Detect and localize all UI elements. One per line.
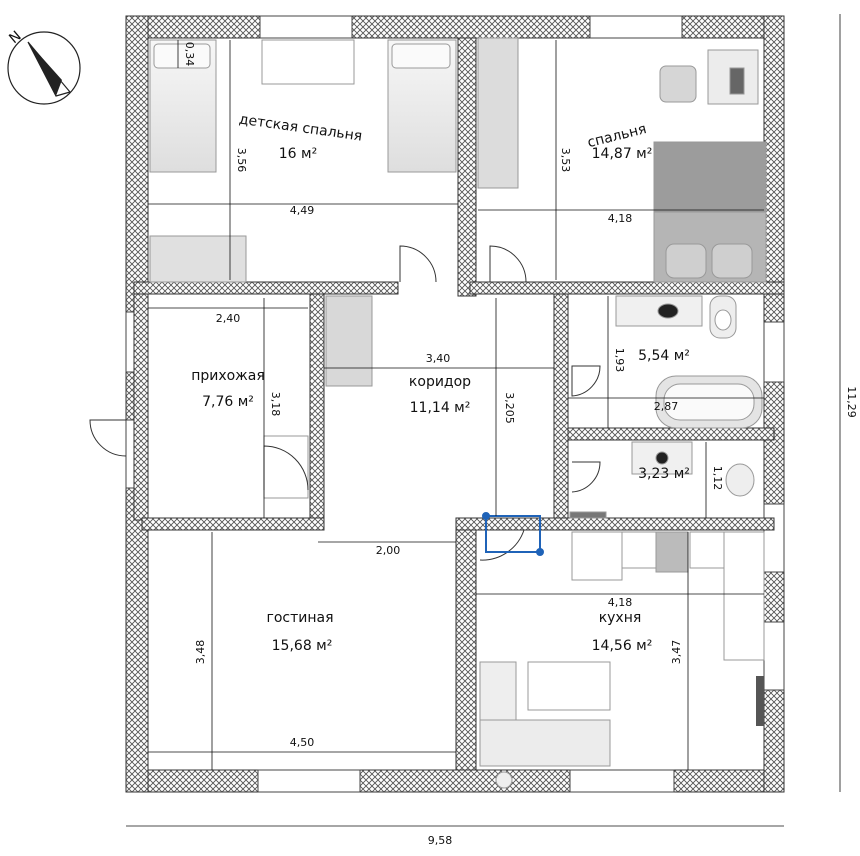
living-area: 15,68 м² [272, 638, 333, 654]
corridor-area: 11,14 м² [410, 400, 471, 416]
dim-label: 4,18 [608, 212, 633, 225]
kids-room-area: 16 м² [279, 146, 317, 162]
bath-area: 5,54 м² [638, 348, 690, 364]
living-name: гостиная [266, 610, 333, 626]
dim-label: 2,87 [654, 400, 679, 413]
dim-label: 2,40 [216, 312, 241, 325]
dim-label: 4,18 [608, 596, 633, 609]
dim-label: 1,12 [711, 466, 724, 491]
dim-label: 9,58 [428, 834, 453, 847]
dim-label: 11,29 [845, 386, 858, 418]
interior-walls [133, 37, 785, 771]
selected-element[interactable] [482, 512, 544, 556]
dimension-labels: 0,34 3,56 4,49 3,53 4,18 2,40 3,18 3,40 … [183, 42, 858, 847]
kitchen-area: 14,56 м² [592, 638, 653, 654]
bath-furniture [615, 295, 763, 429]
dim-label: 3,18 [269, 392, 282, 417]
kitchen-name: кухня [599, 610, 642, 626]
corridor-name: коридор [409, 374, 471, 390]
dim-label: 1,93 [613, 348, 626, 373]
dim-label: 3,40 [426, 352, 451, 365]
dim-label: 3,56 [235, 148, 248, 173]
bedroom-furniture [477, 37, 767, 283]
dim-label: 3,53 [559, 148, 572, 173]
dim-label: 3,47 [670, 640, 683, 665]
dimension-lines [126, 14, 841, 827]
corridor-furniture [263, 295, 373, 499]
dim-label: 0,34 [183, 42, 196, 67]
dim-label: 4,50 [290, 736, 315, 749]
windows [125, 15, 785, 793]
compass-icon: N [6, 28, 81, 105]
kids-room-name: детская спальня [238, 111, 363, 144]
hall-name: прихожая [191, 368, 265, 384]
kitchen-furniture [479, 531, 765, 789]
dim-label: 3,48 [194, 640, 207, 665]
dim-label: 2,00 [376, 544, 401, 557]
wc-furniture [569, 441, 755, 519]
bedroom-area: 14,87 м² [592, 146, 653, 162]
hall-area: 7,76 м² [202, 394, 254, 410]
dim-label: 4,49 [290, 204, 315, 217]
wc-area: 3,23 м² [638, 466, 690, 482]
dim-label: 3,205 [503, 392, 516, 424]
kids-furniture [149, 39, 457, 283]
